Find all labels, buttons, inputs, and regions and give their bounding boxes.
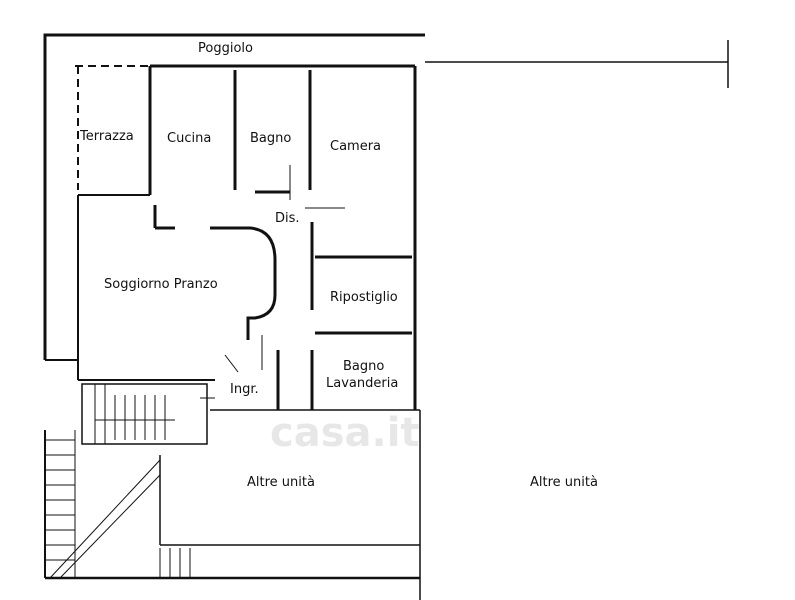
label-disimpegno: Dis.: [275, 211, 300, 226]
watermark: casa.it: [270, 410, 420, 456]
label-cucina: Cucina: [167, 131, 211, 146]
label-poggiolo: Poggiolo: [198, 41, 253, 56]
label-bagno-lavanderia-1: Bagno: [343, 359, 384, 374]
label-altre-unita-1: Altre unità: [247, 475, 315, 490]
label-altre-unita-2: Altre unità: [530, 475, 598, 490]
label-ripostiglio: Ripostiglio: [330, 290, 398, 305]
walls: [43, 33, 729, 600]
label-camera: Camera: [330, 139, 381, 154]
label-ingresso: Ingr.: [230, 382, 259, 397]
label-terrazza: Terrazza: [79, 129, 134, 144]
label-soggiorno: Soggiorno Pranzo: [104, 277, 218, 292]
label-bagno: Bagno: [250, 131, 291, 146]
label-bagno-lavanderia-2: Lavanderia: [326, 376, 398, 391]
